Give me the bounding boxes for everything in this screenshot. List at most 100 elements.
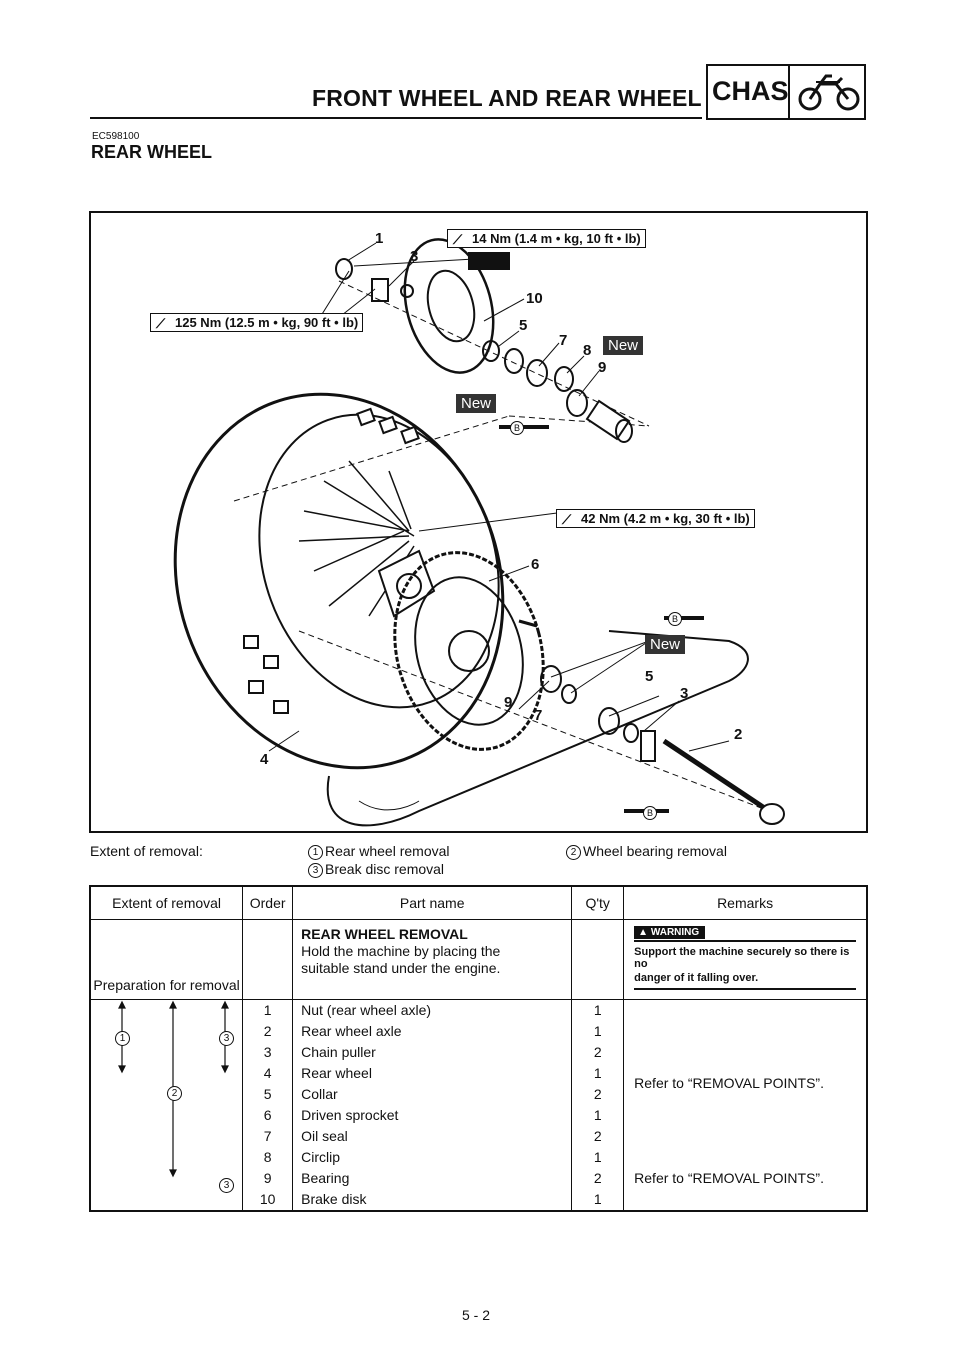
- wrench-icon: ⟋: [156, 316, 166, 331]
- callout-label: 5: [519, 317, 528, 334]
- page-title: FRONT WHEEL AND REAR WHEEL: [312, 85, 702, 111]
- wrench-icon: ⟋: [562, 512, 572, 527]
- torque-value: 125 Nm (12.5 m • kg, 90 ft • lb): [175, 315, 359, 330]
- order-cell: 8: [242, 1147, 294, 1168]
- new-part-tag: New: [645, 635, 686, 654]
- extent-marks-cell: 1 2 3 3: [89, 999, 244, 1211]
- chas-label: CHAS: [712, 76, 789, 106]
- order-cell: 3: [242, 1042, 294, 1063]
- callout-label: 10: [526, 290, 543, 307]
- part-name-cell: Rear wheel axle: [292, 1021, 573, 1042]
- table-row: Preparation for removal REAR WHEEL REMOV…: [89, 919, 868, 1000]
- warning-icon: ▲: [638, 927, 651, 938]
- extent-arrows: [118, 1000, 229, 1178]
- grease-mark: B: [510, 421, 524, 435]
- qty-cell: 1: [571, 999, 625, 1021]
- grease-mark: B: [668, 612, 682, 626]
- callout-label: 9: [504, 694, 513, 711]
- part-name-cell: Oil seal: [292, 1126, 573, 1147]
- torque-spec-axle-nut: ⟋ 125 Nm (12.5 m • kg, 90 ft • lb): [150, 313, 364, 332]
- callout-label: 5: [645, 668, 654, 685]
- number-badge: 2: [566, 844, 581, 860]
- qty-cell: 1: [571, 1063, 625, 1084]
- warning-cell: ▲ WARNING Support the machine securely s…: [623, 919, 868, 1000]
- part-name-cell: Bearing: [292, 1168, 573, 1189]
- warning-label: WARNING: [650, 927, 700, 938]
- new-part-tag: New: [456, 394, 497, 413]
- qty-cell: 1: [571, 1189, 625, 1211]
- qty-cell: 2: [571, 1168, 625, 1189]
- number-badge: 2: [167, 1086, 182, 1101]
- qty-cell: 1: [571, 1147, 625, 1168]
- prep-text: Hold the machine by placing the: [301, 943, 501, 959]
- prep-text: suitable stand under the engine.: [301, 960, 501, 976]
- callout-label: 4: [260, 751, 269, 768]
- header-cell: Extent of removal: [89, 885, 244, 920]
- number-badge: 1: [308, 844, 323, 860]
- chas-box: [706, 64, 866, 120]
- torque-value: 14 Nm (1.4 m • kg, 10 ft • lb): [472, 231, 641, 246]
- part-name-cell: Nut (rear wheel axle): [292, 999, 573, 1021]
- order-cell: 4: [242, 1063, 294, 1084]
- callout-label: 3: [680, 685, 689, 702]
- header-cell: Q'ty: [571, 885, 625, 920]
- section-title: REAR WHEEL: [91, 142, 212, 162]
- warning-text: Support the machine securely so there is…: [634, 946, 850, 970]
- table-row: 1 2 3 3 1 Nut (rear wheel axle) 1 Refer …: [89, 999, 868, 1211]
- part-name-cell: Collar: [292, 1084, 573, 1105]
- callout-label: 6: [531, 556, 540, 573]
- callout-label: 9: [598, 359, 607, 376]
- order-cell: 2: [242, 1021, 294, 1042]
- wrench-icon: ⟋: [453, 232, 463, 247]
- part-name-cell: Rear wheel: [292, 1063, 573, 1084]
- order-cell: 7: [242, 1126, 294, 1147]
- qty-cell: 2: [571, 1084, 625, 1105]
- page-number: 5 - 2: [462, 1307, 491, 1323]
- part-name-cell: Chain puller: [292, 1042, 573, 1063]
- order-cell: 5: [242, 1084, 294, 1105]
- torque-value: 42 Nm (4.2 m • kg, 30 ft • lb): [581, 511, 750, 526]
- number-badge: 3: [219, 1031, 234, 1046]
- remarks-cell: Refer to “REMOVAL POINTS”. Refer to “REM…: [623, 999, 868, 1211]
- order-cell: 9: [242, 1168, 294, 1189]
- prep-cell: REAR WHEEL REMOVAL Hold the machine by p…: [292, 919, 573, 1000]
- extent-item-text: Wheel bearing removal: [583, 843, 727, 859]
- remarks-text: Refer to “REMOVAL POINTS”.: [634, 1075, 824, 1091]
- torque-spec-disc-bolt: ⟋ 14 Nm (1.4 m • kg, 10 ft • lb): [447, 229, 646, 248]
- qty-cell: 2: [571, 1126, 625, 1147]
- chas-divider: [788, 64, 790, 120]
- part-name-cell: Brake disk: [292, 1189, 573, 1211]
- extent-label: Extent of removal:: [90, 843, 203, 859]
- order-cell: 10: [242, 1189, 294, 1211]
- callout-label: 2: [734, 726, 743, 743]
- part-name-cell: Driven sprocket: [292, 1105, 573, 1126]
- extent-item-text: Break disc removal: [325, 861, 445, 877]
- header-cell: Order: [242, 885, 294, 920]
- section-code: EC598100: [92, 131, 140, 142]
- number-badge: 3: [219, 1178, 234, 1193]
- warning-text: danger of it falling over.: [634, 972, 856, 990]
- header-cell: Part name: [292, 885, 573, 920]
- header-cell: Remarks: [623, 885, 868, 920]
- number-badge: 1: [115, 1031, 130, 1046]
- number-badge: 3: [308, 862, 323, 878]
- callout-label: 3: [410, 248, 419, 265]
- qty-cell: 1: [571, 1105, 625, 1126]
- order-cell: 6: [242, 1105, 294, 1126]
- diagram-frame: [89, 211, 868, 833]
- qty-cell: 2: [571, 1042, 625, 1063]
- callout-label: 8: [583, 342, 592, 359]
- prep-label: Preparation for removal: [89, 919, 244, 1000]
- new-part-tag: New: [603, 336, 644, 355]
- callout-label: 1: [375, 230, 384, 247]
- part-name-cell: Circlip: [292, 1147, 573, 1168]
- remarks-text: Refer to “REMOVAL POINTS”.: [634, 1170, 824, 1186]
